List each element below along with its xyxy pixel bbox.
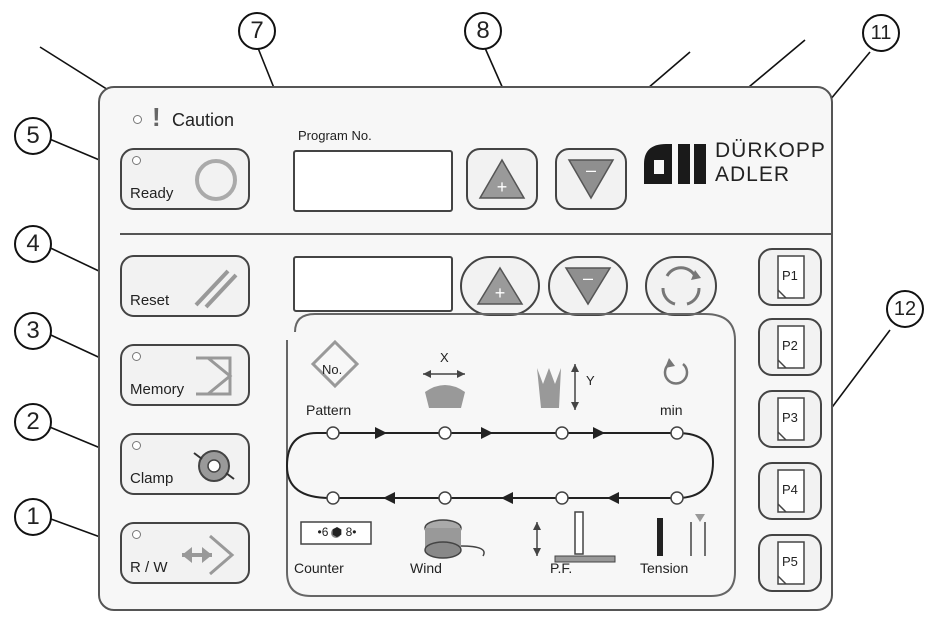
cycle-button[interactable] xyxy=(645,256,717,316)
program-key-p2[interactable]: P2 xyxy=(758,318,822,376)
plus-arrow-icon: + xyxy=(476,266,524,305)
program-key-p5[interactable]: P5 xyxy=(758,534,822,592)
callout-5: 5 xyxy=(14,117,52,155)
document-key-icon xyxy=(777,255,805,299)
x-axis-icon xyxy=(423,370,465,408)
parameter-down-button[interactable]: – xyxy=(548,256,628,316)
callout-1: 1 xyxy=(14,498,52,536)
svg-text:+: + xyxy=(497,177,508,197)
brand-line-2: ADLER xyxy=(715,163,791,186)
pattern-icon xyxy=(310,339,360,389)
document-key-icon xyxy=(777,397,805,441)
memory-button[interactable]: Memory xyxy=(120,344,250,406)
counter-icon xyxy=(300,521,372,545)
y-label: Y xyxy=(586,373,595,388)
circular-arrows-icon xyxy=(661,266,701,306)
counter-digits: •6 ⬢ 8• xyxy=(317,525,357,539)
clamp-label: Clamp xyxy=(130,470,174,487)
reset-slash-icon xyxy=(194,269,238,309)
pattern-no-label: No. xyxy=(322,362,343,377)
callout-3: 3 xyxy=(14,312,52,350)
read-write-button[interactable]: R / W xyxy=(120,522,250,584)
parameter-up-button[interactable]: + xyxy=(460,256,540,316)
callout-4: 4 xyxy=(14,225,52,263)
callout-2: 2 xyxy=(14,403,52,441)
x-label: X xyxy=(440,350,449,365)
reset-button[interactable]: Reset xyxy=(120,255,250,317)
program-down-button[interactable]: – xyxy=(555,148,627,210)
read-write-led xyxy=(132,530,141,539)
document-key-icon xyxy=(777,325,805,369)
wind-label: Wind xyxy=(410,560,442,576)
memory-diamond-icon xyxy=(196,356,233,396)
ready-button[interactable]: Ready xyxy=(120,148,250,210)
panel-divider xyxy=(120,233,832,235)
clamp-button[interactable]: Clamp xyxy=(120,433,250,495)
caution-led xyxy=(133,115,142,124)
p2-label: P2 xyxy=(782,338,798,353)
pf-label: P.F. xyxy=(550,560,573,576)
presser-foot-icon xyxy=(533,511,616,563)
memory-led xyxy=(132,352,141,361)
ready-led xyxy=(132,156,141,165)
brand-line-1: DÜRKOPP xyxy=(715,139,826,162)
callout-8: 8 xyxy=(464,12,502,50)
document-key-icon xyxy=(777,541,805,585)
tension-label: Tension xyxy=(640,560,689,576)
clamp-icon xyxy=(193,450,235,482)
p4-label: P4 xyxy=(782,482,798,497)
document-key-icon xyxy=(777,469,805,513)
read-write-label: R / W xyxy=(130,559,168,576)
callout-12: 12 xyxy=(886,290,924,328)
callout-7: 7 xyxy=(238,12,276,50)
min-label: min xyxy=(660,402,683,418)
y-axis-icon xyxy=(537,364,579,410)
function-flow-area xyxy=(285,313,736,597)
caution-label: Caution xyxy=(172,110,235,130)
duerkopp-adler-logo-icon xyxy=(644,144,706,184)
caution-icon: ! xyxy=(152,102,161,132)
program-up-button[interactable]: + xyxy=(466,148,538,210)
program-key-p1[interactable]: P1 xyxy=(758,248,822,306)
transfer-arrows-icon xyxy=(182,534,235,576)
p3-label: P3 xyxy=(782,410,798,425)
minus-arrow-icon: – xyxy=(567,159,615,200)
minus-arrow-icon: – xyxy=(564,267,612,306)
reset-label: Reset xyxy=(130,292,170,309)
counter-label: Counter xyxy=(294,560,344,576)
thread-tension-icon xyxy=(657,514,706,556)
ready-label: Ready xyxy=(130,185,174,202)
svg-text:+: + xyxy=(495,283,506,303)
program-key-p4[interactable]: P4 xyxy=(758,462,822,520)
p1-label: P1 xyxy=(782,268,798,283)
parameter-display xyxy=(293,256,453,312)
plus-arrow-icon: + xyxy=(478,158,526,199)
program-number-display xyxy=(293,150,453,212)
p5-label: P5 xyxy=(782,554,798,569)
program-no-label: Program No. xyxy=(298,128,372,143)
clamp-led xyxy=(132,441,141,450)
brand-name: DÜRKOPP ADLER xyxy=(715,139,826,187)
memory-label: Memory xyxy=(130,381,185,398)
svg-text:–: – xyxy=(586,160,596,180)
program-key-p3[interactable]: P3 xyxy=(758,390,822,448)
callout-11: 11 xyxy=(862,14,900,52)
power-ring-icon xyxy=(195,159,237,201)
svg-text:–: – xyxy=(583,268,593,288)
bobbin-wind-icon xyxy=(424,519,485,559)
pattern-label: Pattern xyxy=(306,402,352,418)
rotation-min-icon xyxy=(663,358,689,385)
